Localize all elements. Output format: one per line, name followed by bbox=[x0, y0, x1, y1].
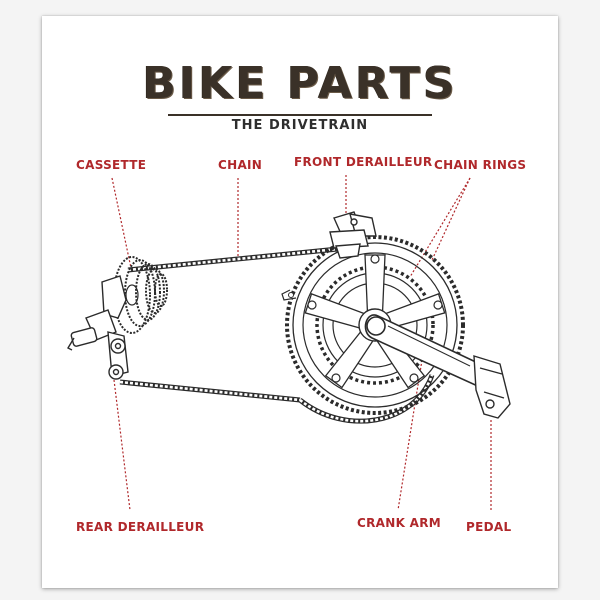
front-derailleur-icon bbox=[329, 211, 377, 259]
cassette-leader bbox=[111, 177, 132, 269]
label-pedal: PEDAL bbox=[466, 520, 512, 534]
label-cassette: CASSETTE bbox=[76, 158, 147, 172]
chain-icon bbox=[119, 245, 435, 424]
label-crank-arm: CRANK ARM bbox=[357, 516, 442, 530]
crank-arm-leader bbox=[397, 359, 423, 511]
chain-rings-leader-1 bbox=[409, 177, 471, 278]
poster-title: BIKE PARTS bbox=[142, 58, 458, 109]
chain-rings-leader-2 bbox=[431, 177, 471, 261]
label-rear-derailleur: REAR DERAILLEUR bbox=[76, 520, 205, 534]
poster-subtitle: THE DRIVETRAIN bbox=[231, 118, 369, 133]
rear-derailleur-leader bbox=[113, 379, 131, 511]
label-front-derailleur: FRONT DERAILLEUR bbox=[294, 155, 433, 169]
label-chain-rings: CHAIN RINGS bbox=[434, 158, 527, 172]
label-chain: CHAIN bbox=[218, 158, 263, 172]
cassette-icon bbox=[113, 256, 168, 334]
title-underline bbox=[168, 114, 432, 116]
pedal-icon bbox=[473, 355, 511, 419]
rear-derailleur-icon bbox=[67, 275, 129, 380]
leader-lines bbox=[111, 175, 492, 511]
